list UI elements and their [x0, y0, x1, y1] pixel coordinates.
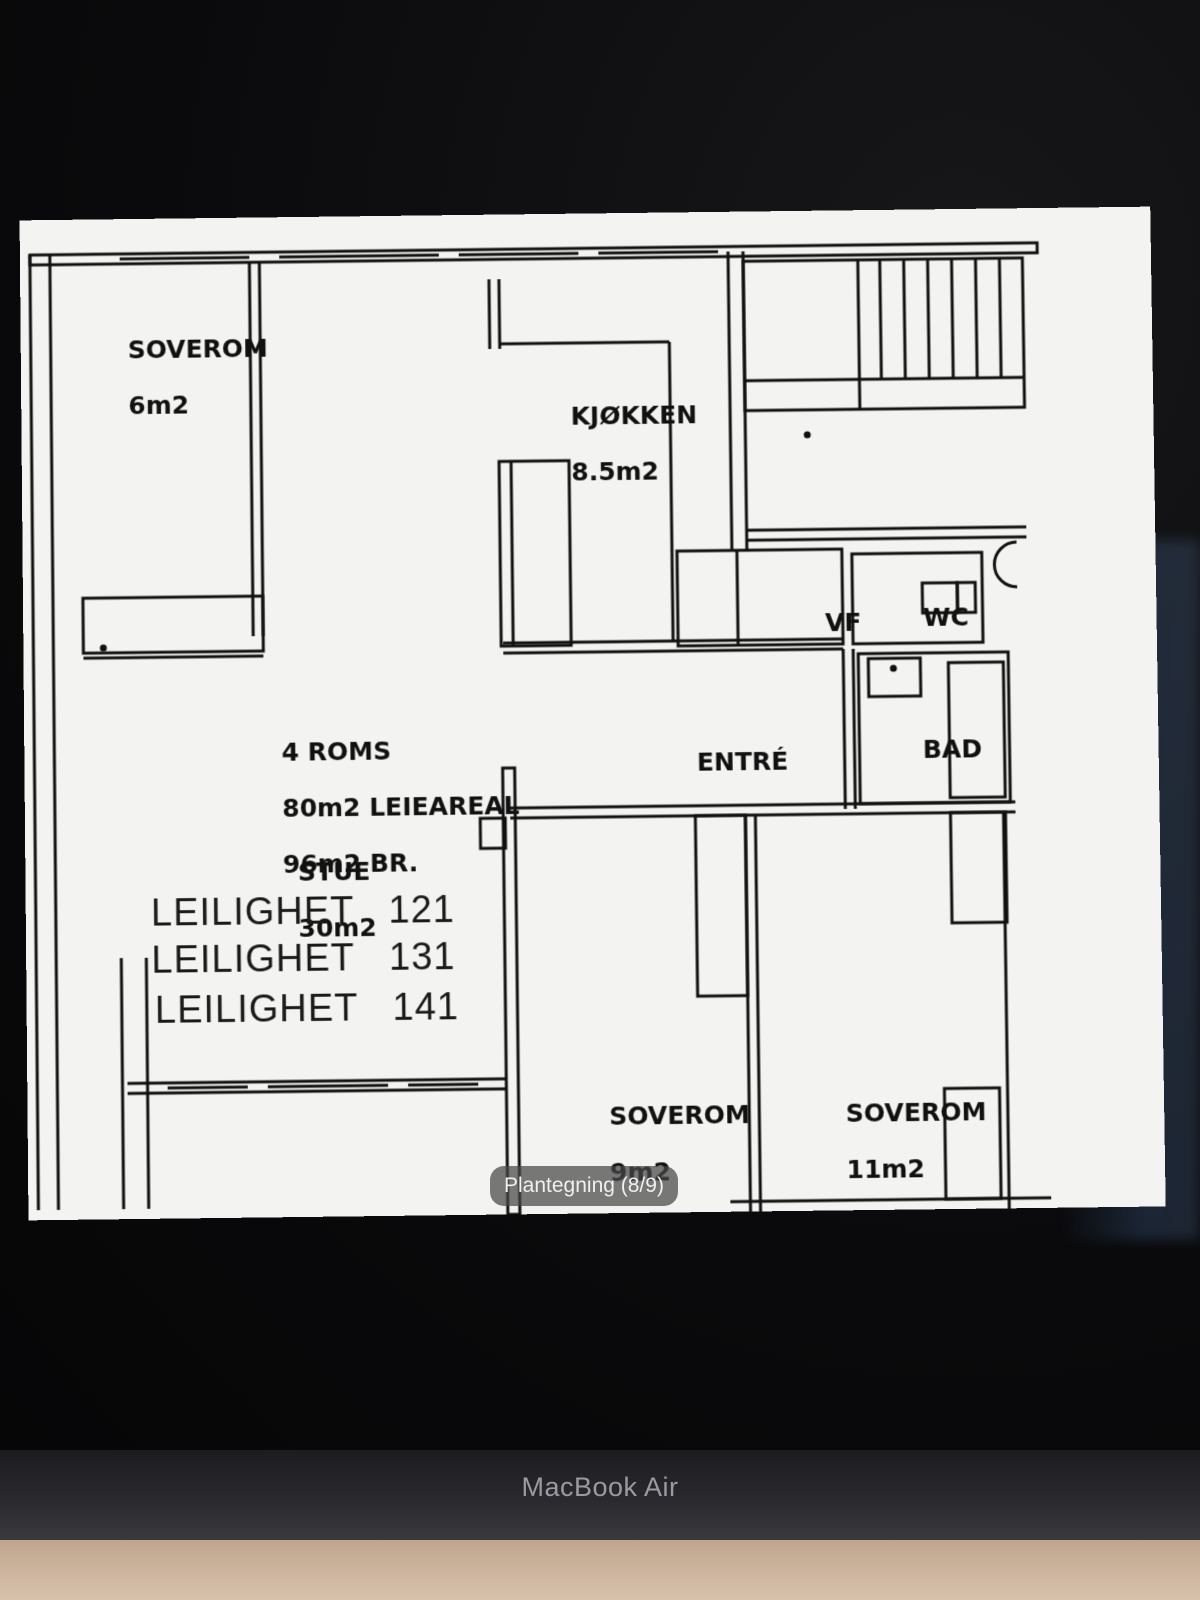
room-name: SOVEROM — [127, 333, 268, 365]
room-name: ENTRÉ — [696, 746, 789, 777]
room-name: SOVEROM — [845, 1097, 987, 1128]
laptop-deck — [0, 1540, 1200, 1600]
room-wc: WC — [870, 575, 969, 660]
room-name: KJØKKEN — [570, 400, 698, 431]
room-name: WC — [922, 602, 970, 632]
apartment-number-3: LEILIGHET 141 — [154, 986, 460, 1032]
device-label: MacBook Air — [521, 1472, 679, 1502]
floorplan-drawing — [20, 207, 1166, 1221]
summary-rooms: 4 ROMS — [281, 736, 392, 767]
room-name: SOVEROM — [609, 1099, 751, 1131]
apartment-number-1: LEILIGHET 121 — [150, 888, 456, 935]
room-vf: VF — [772, 581, 862, 666]
room-name: VF — [824, 607, 862, 638]
floorplan-image: SOVEROM 6m2 KJØKKEN 8.5m2 VF WC ENTRÉ BA… — [19, 206, 1166, 1221]
room-area: 6m2 — [128, 390, 190, 421]
laptop-screen: SOVEROM 6m2 KJØKKEN 8.5m2 VF WC ENTRÉ BA… — [0, 0, 1200, 1450]
room-entre: ENTRÉ — [644, 720, 789, 806]
apartment-number-2: LEILIGHET 131 — [151, 935, 456, 982]
room-soverom-nw: SOVEROM 6m2 — [75, 307, 269, 449]
room-area: 8.5m2 — [571, 456, 660, 487]
room-kjokken: KJØKKEN 8.5m2 — [518, 373, 698, 515]
room-name: STUE — [297, 856, 371, 887]
room-name: BAD — [922, 734, 983, 764]
image-caption: Plantegning (8/9) — [490, 1166, 678, 1206]
room-bad: BAD — [870, 707, 983, 792]
room-soverom-s2: SOVEROM 11m2 — [793, 1070, 988, 1213]
room-area: 11m2 — [846, 1154, 926, 1185]
laptop-bezel: MacBook Air — [0, 1450, 1200, 1540]
summary-rental-area: 80m2 LEIEAREAL — [282, 790, 520, 823]
